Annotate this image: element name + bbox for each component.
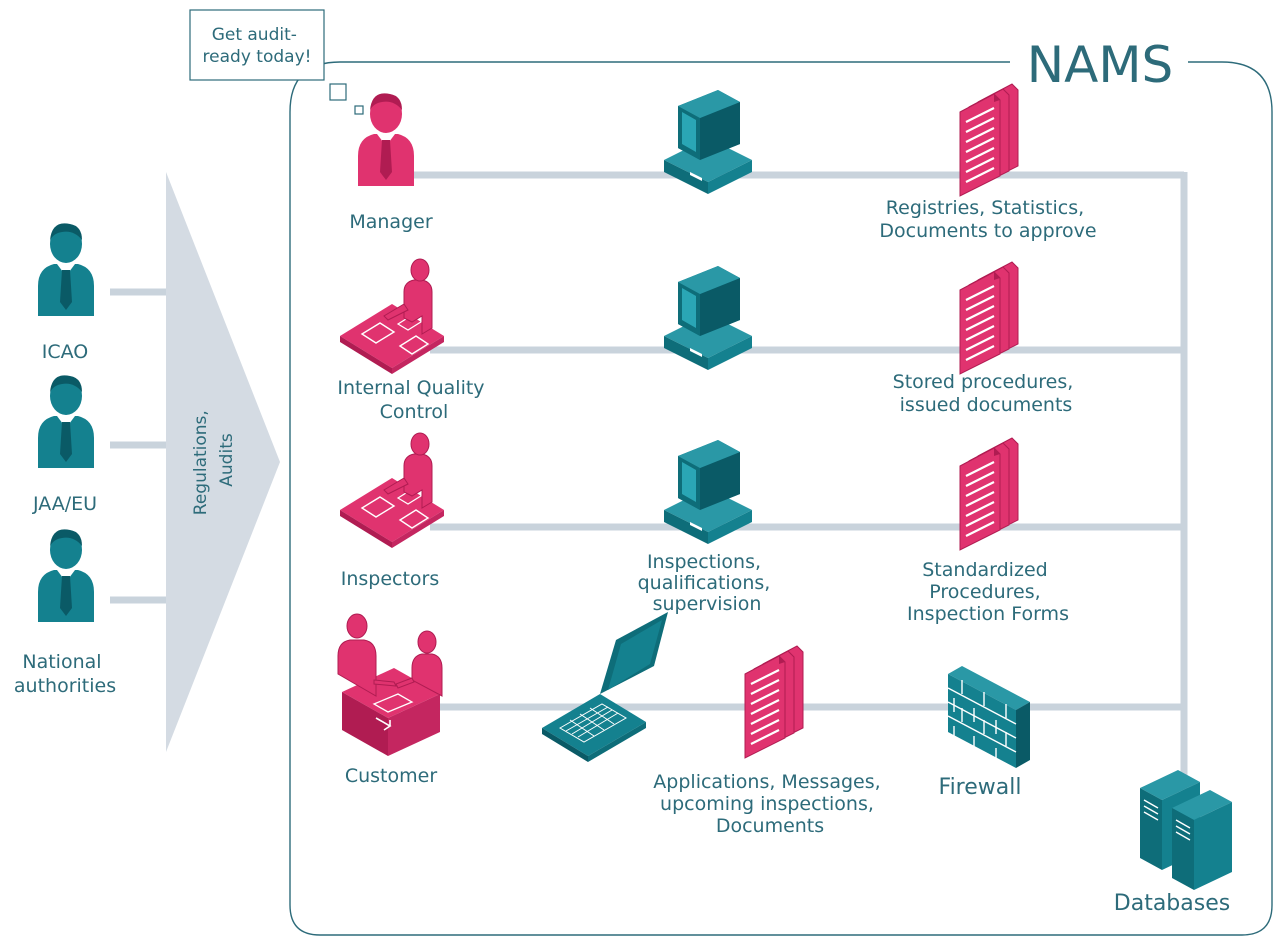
regulations-arrow [166,172,280,752]
authority-label: ICAO [42,341,89,363]
firewall-label: Firewall [939,775,1022,800]
person-icon [38,529,94,622]
laptop-icon [541,611,669,763]
authority-label: National authorities [14,651,116,697]
nams-frame [289,61,1273,936]
worker-icon [339,432,445,549]
role-label: Internal Quality Control [337,377,490,423]
callout-text: Get audit- ready today! [203,25,312,67]
resource-label: Inspections, qualifications, supervision [638,551,777,615]
resource-label: Applications, Messages, upcoming inspect… [653,771,886,837]
database-icon [1139,769,1233,891]
resource-label: Registries, Statistics, Documents to app… [879,197,1096,242]
documents-icon [958,260,1020,376]
computer-icon [664,440,752,544]
databases-label: Databases [1114,891,1230,916]
resource-label: Stored procedures, issued documents [893,371,1080,416]
computer-icon [664,266,752,370]
documents-icon [743,644,805,760]
person-icon [38,223,94,316]
callout-box [189,9,325,81]
arrow-label: Regulations, Audits [191,405,237,515]
documents-icon [958,436,1020,552]
documents-icon [958,82,1020,198]
resource-label: Standardized Procedures, Inspection Form… [907,559,1069,625]
role-label: Customer [345,765,437,787]
thought-bubble-small [354,105,364,115]
person-icon [38,375,94,468]
computer-icon [664,90,752,194]
thought-bubble-large [329,83,347,101]
nams-title: NAMS [1027,36,1173,94]
role-label: Inspectors [341,568,440,590]
worker-icon [339,258,445,375]
firewall-icon [947,665,1031,769]
meeting-icon [337,613,443,757]
role-label: Manager [349,211,432,233]
authority-label: JAA/EU [32,493,97,515]
manager-icon [358,93,414,186]
